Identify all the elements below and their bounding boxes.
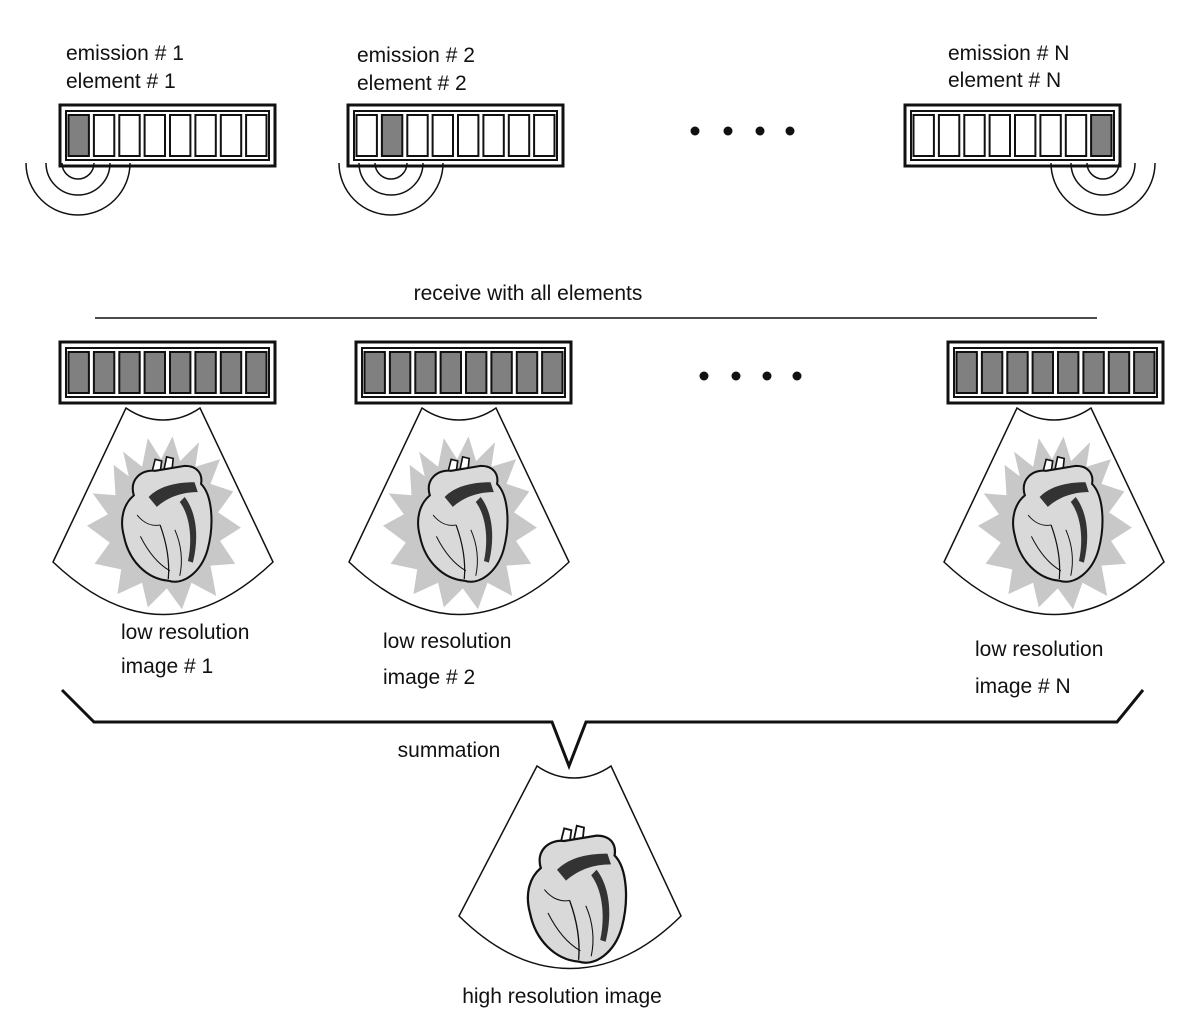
array-element [963, 114, 986, 157]
array-element [1064, 114, 1088, 157]
array-element [67, 351, 90, 394]
array-element [1031, 351, 1054, 394]
transducer-array [346, 103, 565, 168]
array-element [1082, 351, 1105, 394]
array-element [245, 351, 268, 394]
wave-icon [1050, 162, 1156, 216]
array-element [1014, 114, 1037, 157]
receive-array-2 [354, 340, 573, 405]
low-res-image-1 [52, 406, 274, 616]
low-res-caption-1-line2: image # 1 [121, 655, 213, 678]
summation-label: summation [398, 739, 501, 762]
array-element [988, 114, 1011, 157]
low-res-caption-1: low resolution image # 1 [121, 621, 249, 678]
array-element [169, 351, 192, 394]
ellipsis-top [690, 126, 795, 136]
wave-icon [338, 162, 444, 216]
array-element [143, 114, 167, 157]
array-element [1090, 114, 1113, 157]
element-label: element # N [948, 69, 1061, 92]
array-element [1006, 351, 1029, 394]
summation-brace [60, 688, 1145, 771]
array-element [1133, 351, 1156, 394]
receive-label: receive with all elements [414, 282, 643, 305]
low-res-caption-2-line1: low resolution [383, 630, 511, 653]
array-element [1057, 351, 1080, 394]
element-label: element # 1 [66, 70, 176, 93]
array-element [92, 351, 116, 394]
array-element [482, 114, 505, 157]
element-label: element # 2 [357, 72, 467, 95]
receive-row [58, 340, 1165, 405]
array-element [980, 351, 1004, 394]
receive-array-1 [58, 340, 277, 405]
low-res-image-2 [348, 406, 570, 616]
transducer-array [903, 103, 1122, 168]
emission-label: emission # 1 [66, 42, 184, 65]
emission-group-2: emission # 2 element # 2 [338, 44, 565, 216]
array-element [912, 114, 935, 157]
array-element [439, 351, 463, 394]
array-element [67, 114, 90, 157]
receive-array-3 [946, 340, 1165, 405]
array-element [169, 114, 192, 157]
array-element [431, 114, 455, 157]
low-res-caption-n-line2: image # N [975, 675, 1071, 698]
array-element [414, 351, 437, 394]
array-element [1039, 114, 1062, 157]
low-res-caption-2: low resolution image # 2 [383, 630, 511, 689]
high-resolution-image [458, 764, 682, 970]
array-element [92, 114, 116, 157]
ellipsis-middle [699, 371, 802, 381]
emission-label: emission # 2 [357, 44, 475, 67]
array-element [194, 351, 217, 394]
transducer-array [58, 103, 277, 168]
array-element [541, 351, 564, 394]
wave-icon [25, 162, 131, 216]
array-element [465, 351, 488, 394]
array-element [1107, 351, 1131, 394]
high-res-label: high resolution image [462, 985, 662, 1008]
low-resolution-images [52, 406, 1165, 616]
emission-label: emission # N [948, 42, 1069, 65]
array-element [406, 114, 429, 157]
array-element [363, 351, 386, 394]
array-element [118, 114, 141, 157]
low-res-caption-1-line1: low resolution [121, 621, 249, 644]
array-element [515, 351, 539, 394]
array-element [143, 351, 167, 394]
emission-group-3: emission # N element # N [903, 42, 1156, 216]
array-element [955, 351, 978, 394]
array-element [355, 114, 378, 157]
low-res-caption-2-line2: image # 2 [383, 666, 475, 689]
emission-group-1: emission # 1 element # 1 [25, 42, 277, 216]
array-element [194, 114, 217, 157]
array-element [388, 351, 412, 394]
low-res-caption-n-line1: low resolution [975, 638, 1103, 661]
array-element [245, 114, 268, 157]
array-element [457, 114, 480, 157]
emission-row: emission # 1 element # 1 emission # 2 eleme… [25, 42, 1156, 216]
array-element [118, 351, 141, 394]
low-res-caption-n: low resolution image # N [975, 638, 1103, 698]
array-element [219, 114, 243, 157]
low-res-image-3 [943, 406, 1165, 616]
array-element [490, 351, 513, 394]
array-element [533, 114, 556, 157]
array-element [937, 114, 961, 157]
array-element [507, 114, 531, 157]
array-element [380, 114, 404, 157]
array-element [219, 351, 243, 394]
